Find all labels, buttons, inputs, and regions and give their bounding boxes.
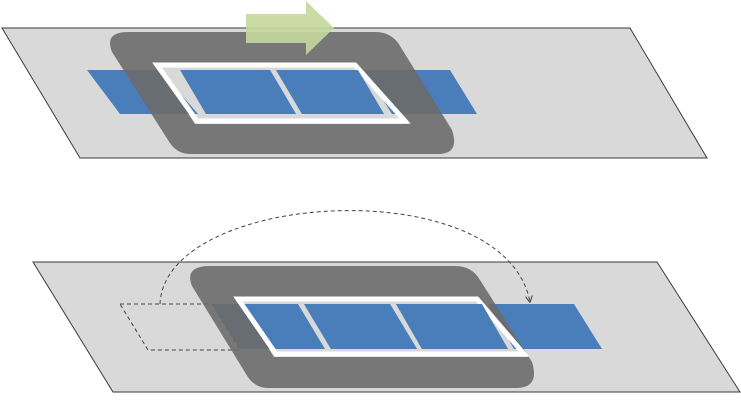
top-window-cells	[181, 70, 384, 114]
bottom-window-cells	[304, 304, 508, 349]
bottom-window-slot	[233, 296, 530, 357]
direction-arrow-icon	[246, 1, 334, 55]
top-window-cell-b	[276, 70, 384, 114]
bottom-window-cell-a	[304, 304, 417, 349]
top-panel	[1, 1, 708, 159]
top-window-cell-a	[181, 70, 296, 114]
top-window-slot	[152, 62, 411, 124]
bottom-panel	[32, 210, 741, 393]
ghost-cell-outline	[119, 303, 241, 351]
bottom-window-cell-b	[396, 304, 508, 349]
